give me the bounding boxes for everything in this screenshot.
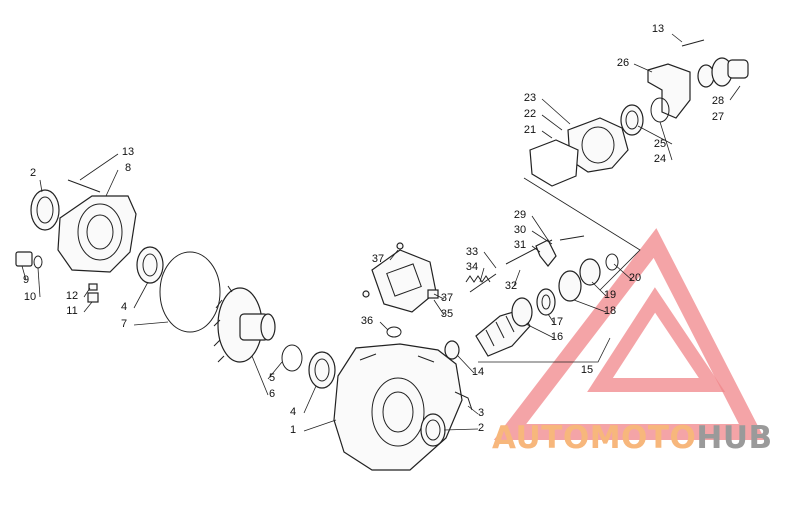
callout-c19: 19 [604,289,616,301]
callout-c32: 32 [505,280,517,292]
callout-c21: 21 [524,124,536,136]
callout-c5: 5 [269,372,275,384]
seal-part [420,413,446,447]
callout-c20: 20 [629,272,641,284]
leader-lines [21,33,741,432]
watermark-inner-triangle-icon [587,287,726,392]
callout-c25: 25 [654,138,666,150]
guide-lines [478,177,641,363]
seal-part [30,189,60,231]
bearing-part [620,104,644,136]
shift-fork-part [535,239,557,267]
callout-c33: 33 [466,246,478,258]
callout-c2a: 2 [30,167,36,179]
callout-c18: 18 [604,305,616,317]
callout-c27: 27 [712,111,724,123]
output-housing-group [529,39,749,187]
watermark-text-part1: AUTOMOTO [492,420,696,456]
callout-c22: 22 [524,108,536,120]
callout-c28: 28 [712,95,724,107]
callout-c13b: 13 [122,146,134,158]
callout-c14: 14 [472,366,484,378]
collar-part [444,340,460,360]
callout-c8: 8 [125,162,131,174]
bearing-part [308,351,336,389]
callout-c23: 23 [524,92,536,104]
bearing-part [536,288,556,316]
callout-c17: 17 [551,316,563,328]
bearing-part [136,246,164,284]
watermark-triangle-icon [493,228,766,440]
callout-c12: 12 [66,290,78,302]
callout-c6: 6 [269,388,275,400]
callout-c4b: 4 [290,406,296,418]
callout-c10: 10 [24,291,36,303]
callout-c2b: 2 [478,422,484,434]
callout-c36: 36 [361,315,373,327]
callout-c9: 9 [23,274,29,286]
ring-gear-group [213,285,336,389]
main-housing-part [333,343,463,471]
callout-c31: 31 [514,239,526,251]
callout-c29: 29 [514,209,526,221]
bracket-part [647,63,691,119]
pinion-group [444,235,619,360]
callout-c4a: 4 [121,301,127,313]
cover-group [15,179,221,333]
callout-c24: 24 [654,153,666,165]
clip-part [386,326,402,338]
o-ring-part [605,253,619,271]
callout-c3: 3 [478,407,484,419]
callout-c15: 15 [581,364,593,376]
bearing-part [558,270,582,302]
bearing-part [511,297,533,327]
cover-part [57,195,137,273]
callout-c16: 16 [551,331,563,343]
watermark-text-part2: HUB [696,420,772,456]
o-ring-part [159,251,221,333]
callout-c13a: 13 [652,23,664,35]
drain-plug-part [15,251,33,267]
callout-c35: 35 [441,308,453,320]
callout-c37a: 37 [372,253,384,265]
watermark-logo: AUTOMOTOHUB [492,228,773,456]
callout-c34: 34 [466,261,478,273]
callout-c37b: 37 [441,292,453,304]
callout-c7: 7 [121,318,127,330]
watermark-text: AUTOMOTOHUB [492,420,773,456]
gasket-part [529,139,579,187]
main-housing-group [333,343,473,471]
callout-c30: 30 [514,224,526,236]
callout-c1: 1 [290,424,296,436]
callout-c11: 11 [66,305,77,317]
actuator-group [362,242,439,338]
callout-c26: 26 [617,57,629,69]
seal-part [697,64,715,88]
seal-part [579,258,601,286]
shim-part [281,344,303,372]
